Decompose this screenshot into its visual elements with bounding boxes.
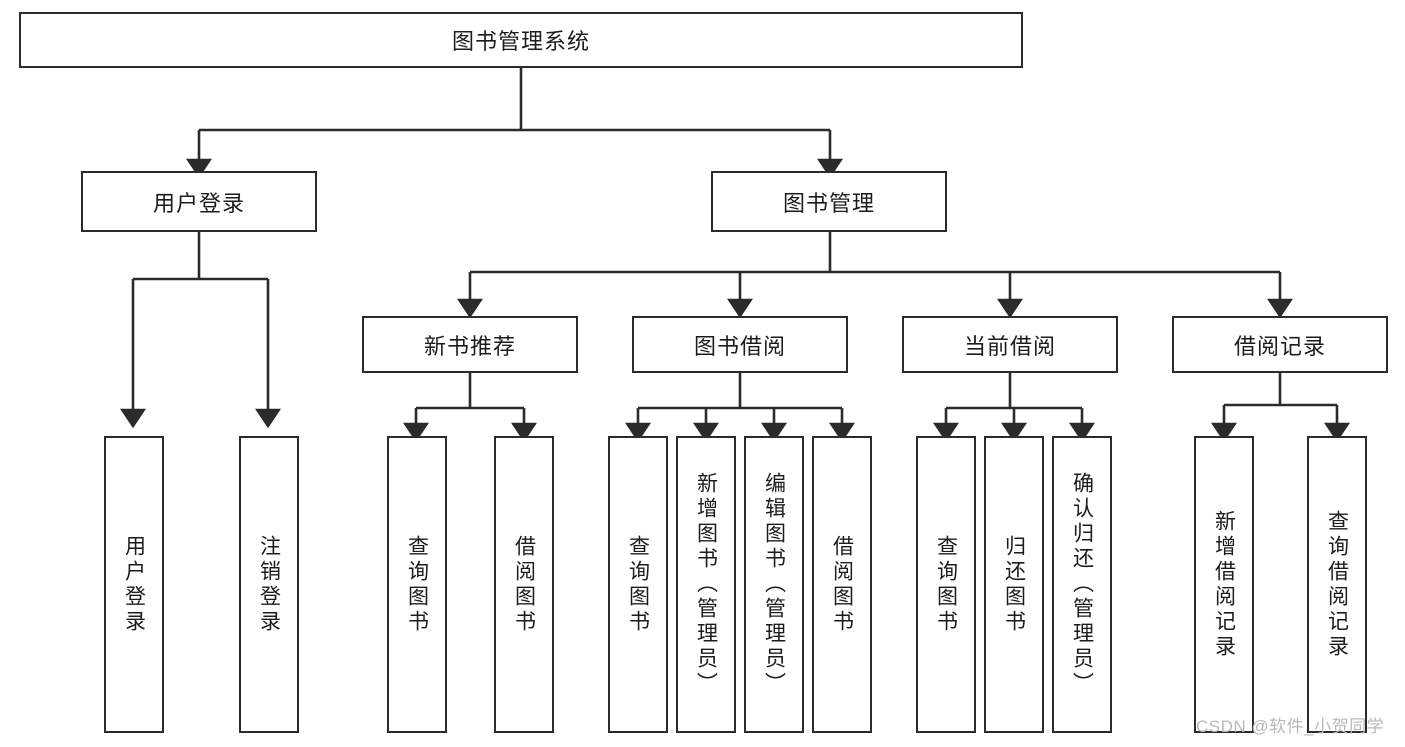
csdn-watermark: CSDN @软件_小贺同学 bbox=[1196, 717, 1385, 736]
leaf-label: 新增图书（管理员） bbox=[694, 472, 718, 697]
leaf-label: 编辑图书（管理员） bbox=[762, 472, 786, 697]
leaf-label: 借阅图书 bbox=[512, 534, 536, 635]
leaf-label: 查询图书 bbox=[626, 534, 650, 635]
node-label: 图书借阅 bbox=[693, 333, 786, 359]
leaf-label: 用户登录 bbox=[122, 534, 146, 635]
node-new-book-recommend[interactable]: 新书推荐 bbox=[362, 316, 578, 373]
leaf-borrow-add-book-admin[interactable]: 新增图书（管理员） bbox=[676, 436, 736, 733]
leaf-label: 确认归还（管理员） bbox=[1070, 472, 1094, 697]
leaf-borrow-edit-book-admin[interactable]: 编辑图书（管理员） bbox=[744, 436, 804, 733]
node-root-system[interactable]: 图书管理系统 bbox=[19, 12, 1023, 68]
leaf-label: 归还图书 bbox=[1002, 534, 1026, 635]
leaf-borrow-borrow-book[interactable]: 借阅图书 bbox=[812, 436, 872, 733]
node-borrow-records[interactable]: 借阅记录 bbox=[1172, 316, 1388, 373]
leaf-label: 查询图书 bbox=[934, 534, 958, 635]
node-book-borrow[interactable]: 图书借阅 bbox=[632, 316, 848, 373]
leaf-label: 借阅图书 bbox=[830, 534, 854, 635]
leaf-recommend-borrow-book[interactable]: 借阅图书 bbox=[494, 436, 554, 733]
node-label: 新书推荐 bbox=[423, 333, 516, 359]
node-user-login[interactable]: 用户登录 bbox=[81, 171, 317, 232]
leaf-user-login-login[interactable]: 用户登录 bbox=[104, 436, 164, 733]
leaf-label: 查询图书 bbox=[405, 534, 429, 635]
leaf-recommend-query-book[interactable]: 查询图书 bbox=[387, 436, 447, 733]
leaf-records-add-record[interactable]: 新增借阅记录 bbox=[1194, 436, 1254, 733]
node-book-management[interactable]: 图书管理 bbox=[711, 171, 947, 232]
leaf-label: 新增借阅记录 bbox=[1212, 509, 1236, 660]
node-label: 借阅记录 bbox=[1233, 333, 1326, 359]
leaf-current-query-book[interactable]: 查询图书 bbox=[916, 436, 976, 733]
node-label: 用户登录 bbox=[152, 190, 245, 216]
leaf-label: 查询借阅记录 bbox=[1325, 509, 1349, 660]
leaf-user-login-logout[interactable]: 注销登录 bbox=[239, 436, 299, 733]
leaf-current-return-book[interactable]: 归还图书 bbox=[984, 436, 1044, 733]
node-current-borrow[interactable]: 当前借阅 bbox=[902, 316, 1118, 373]
leaf-records-query-record[interactable]: 查询借阅记录 bbox=[1307, 436, 1367, 733]
leaf-current-confirm-return-admin[interactable]: 确认归还（管理员） bbox=[1052, 436, 1112, 733]
node-label: 图书管理系统 bbox=[451, 29, 590, 54]
leaf-borrow-query-book[interactable]: 查询图书 bbox=[608, 436, 668, 733]
node-label: 当前借阅 bbox=[963, 333, 1056, 359]
node-label: 图书管理 bbox=[782, 190, 875, 216]
leaf-label: 注销登录 bbox=[257, 534, 281, 635]
